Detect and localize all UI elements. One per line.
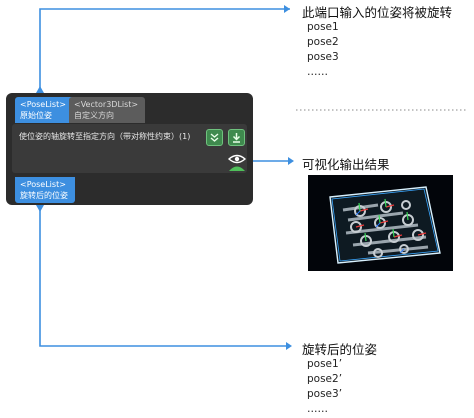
step-node[interactable]: <PoseList> 原始位姿 <Vector3DList> 自定义方向 使位姿… bbox=[6, 93, 253, 205]
top-connector bbox=[39, 8, 290, 93]
input-port-2-label: 自定义方向 bbox=[74, 111, 114, 120]
bottom-annotation-list: pose1’ pose2’ pose3’ …… bbox=[307, 357, 342, 417]
list-item: pose2’ bbox=[307, 373, 343, 385]
list-item: pose1’ bbox=[307, 358, 343, 370]
input-port-1-label: 原始位姿 bbox=[20, 111, 52, 120]
list-item: …… bbox=[307, 403, 328, 415]
visualization-result-image bbox=[308, 175, 453, 271]
result-image-drawing bbox=[308, 175, 453, 271]
input-port-original-poses[interactable]: <PoseList> 原始位姿 bbox=[15, 97, 75, 123]
input-port-custom-direction[interactable]: <Vector3DList> 自定义方向 bbox=[69, 97, 145, 123]
top-connector-arrow bbox=[284, 5, 290, 13]
list-item: pose2 bbox=[307, 36, 339, 48]
output-port-label: 旋转后的位姿 bbox=[20, 191, 68, 200]
chevron-double-down-icon bbox=[210, 133, 219, 142]
input-port-2-type: <Vector3DList> bbox=[74, 100, 139, 109]
top-annotation-list: pose1 pose2 pose3 …… bbox=[307, 20, 339, 80]
list-item: …… bbox=[307, 66, 328, 78]
output-port-type: <PoseList> bbox=[20, 180, 66, 189]
list-item: pose1 bbox=[307, 21, 339, 33]
download-button[interactable] bbox=[228, 129, 245, 146]
node-title: 使位姿的轴旋转至指定方向（带对称性约束）(1) bbox=[19, 132, 191, 141]
visual-connector-arrow bbox=[288, 157, 294, 165]
eye-person-icon[interactable] bbox=[226, 151, 248, 171]
bottom-connector-arrow bbox=[286, 342, 292, 350]
node-body: 使位姿的轴旋转至指定方向（带对称性约束）(1) bbox=[12, 124, 247, 173]
top-annotation-title: 此端口输入的位姿将被旋转 bbox=[302, 5, 453, 20]
output-port-rotated-poses[interactable]: <PoseList> 旋转后的位姿 bbox=[15, 177, 75, 203]
visual-annotation-title: 可视化输出结果 bbox=[302, 157, 390, 172]
bottom-connector bbox=[39, 205, 290, 347]
collapse-button[interactable] bbox=[206, 129, 223, 146]
list-item: pose3 bbox=[307, 51, 339, 63]
input-port-1-type: <PoseList> bbox=[20, 100, 66, 109]
list-item: pose3’ bbox=[307, 388, 343, 400]
download-icon bbox=[232, 133, 241, 143]
bottom-annotation-title: 旋转后的位姿 bbox=[302, 342, 378, 357]
